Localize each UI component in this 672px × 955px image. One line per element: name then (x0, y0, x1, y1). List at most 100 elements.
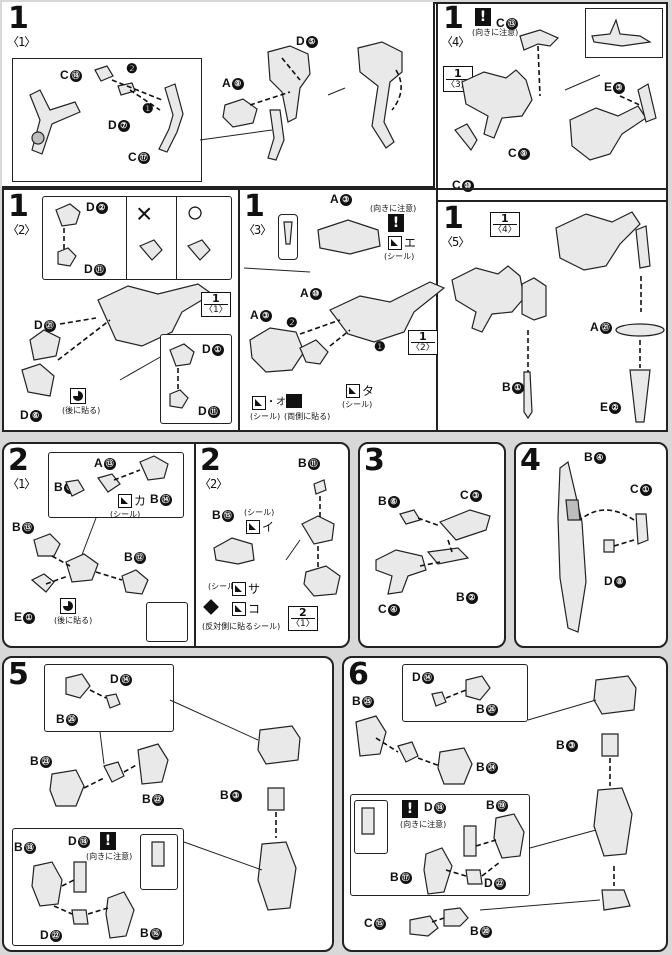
divider (238, 188, 240, 432)
substep-label: 〈1〉 (7, 35, 36, 49)
caution-note: (向きに注意) (400, 820, 447, 829)
step-number: 5 (8, 657, 29, 692)
seal-note: (シール) (208, 582, 239, 591)
order-2: ❷ (286, 315, 298, 330)
substep-label: 〈2〉 (7, 223, 36, 237)
step-number: 4 (520, 443, 541, 478)
caution-note: (向きに注意) (472, 28, 519, 37)
seal-ka-label: カ (134, 494, 147, 508)
seal-ta-label: タ (362, 384, 375, 398)
seal-icon (246, 520, 260, 534)
seal-e-label: エ (404, 236, 417, 250)
divider (126, 196, 127, 280)
ref-box-1-2: 1〈2〉 (408, 330, 438, 355)
opposite-seal-note: (反対側に貼るシール) (202, 622, 281, 631)
divider (436, 2, 438, 432)
substep-label: 〈1〉 (7, 477, 36, 491)
seal-i-label: イ (262, 520, 275, 534)
seal-note: (シール) (342, 400, 373, 409)
seal-icon (252, 396, 266, 410)
step-number: 1 (244, 189, 265, 224)
step-number: 3 (364, 443, 385, 478)
divider (436, 200, 668, 202)
seal-icon (232, 582, 246, 596)
seal-note: (シール) (244, 508, 275, 517)
seal-icon (118, 494, 132, 508)
seal-o-label: ・オ・ (266, 397, 296, 408)
caution-note: (向きに注意) (370, 204, 417, 213)
order-2: ❷ (126, 61, 138, 76)
paint-after-note: (後に貼る) (54, 616, 93, 625)
seal-note: (シール) (110, 510, 141, 519)
detail-box (146, 602, 188, 642)
seal-note: (シール) (384, 252, 415, 261)
step-number: 1 (8, 189, 29, 224)
caution-icon: ! (100, 832, 116, 850)
seal-icon (346, 384, 360, 398)
seal-sa-label: サ (248, 582, 261, 596)
seal-ko-label: コ (248, 602, 261, 616)
paint-icon (70, 388, 86, 404)
step-number: 2 (8, 443, 29, 478)
paint-after-note: (後に貼る) (62, 406, 101, 415)
step-number: 1 (8, 1, 29, 36)
caution-icon: ! (475, 8, 491, 26)
substep-label: 〈4〉 (441, 35, 470, 49)
caution-icon: ! (402, 800, 418, 818)
caution-icon: ! (388, 214, 404, 232)
seal-icon (232, 602, 246, 616)
step-number: 2 (200, 443, 221, 478)
step-number: 1 (443, 201, 464, 236)
divider (2, 188, 668, 190)
divider (194, 442, 196, 648)
